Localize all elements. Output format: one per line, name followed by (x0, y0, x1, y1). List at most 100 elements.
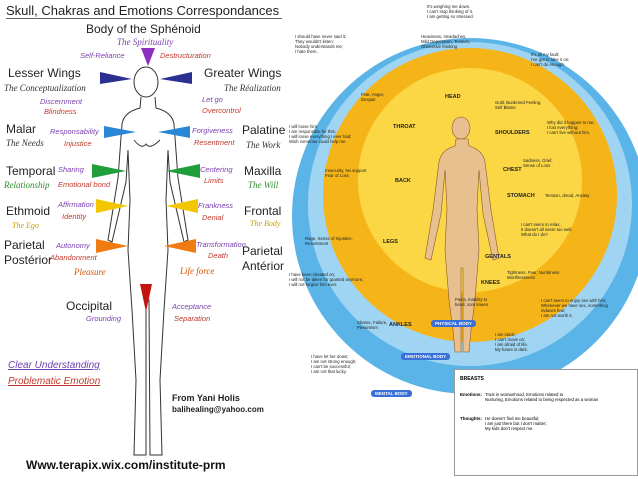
occipital-p1: Acceptance (172, 302, 212, 311)
ethmoid-sub: The Ego (12, 221, 39, 230)
maxilla-sub: The Will (248, 180, 279, 190)
anatomy-figure (424, 116, 500, 353)
ethmoid-r1: Identity (62, 212, 87, 221)
label-chest: CHEST (503, 167, 522, 173)
chakra-panel: Skull, Chakras and Emotions Correspondan… (0, 0, 300, 479)
temporal-r1: Emotional bond (58, 180, 111, 189)
pill-physical-body: PHYSICAL BODY (431, 320, 476, 327)
root-chakra-cone (140, 284, 152, 312)
emotional-body-panel: HEAD THROAT SHOULDERS CHEST BACK STOMACH… (285, 0, 638, 479)
parietal-ant-p1: Transformation (196, 240, 246, 249)
malar: Malar (6, 122, 37, 136)
body-silhouette-svg (92, 48, 200, 456)
occipital-r1: Separation (174, 314, 211, 323)
note-fault: It's all my fault; I've got to take it o… (531, 52, 570, 67)
note-chest-effects: Sadness, Grief, Sense of Loss (523, 158, 553, 168)
heart-back-cone (92, 164, 126, 178)
maxilla: Maxilla (244, 164, 282, 178)
note-relax: I can't seem to relax; It doesn't all se… (521, 222, 573, 237)
greater-r1: Overcontrol (202, 106, 241, 115)
note-cheated: I have been cheated on; I will not be ta… (289, 272, 364, 287)
breasts-title: BREASTS (460, 376, 484, 382)
throat-back-cone (104, 126, 136, 138)
note-top-left: I should have never said it; They wouldn… (295, 34, 347, 54)
body-circles-svg (292, 38, 638, 394)
malar-p1: Responsability (50, 127, 99, 136)
solar-back-cone (96, 199, 128, 213)
temporal-p1: Sharing (58, 165, 84, 174)
body-title: Body of the Sphénoid (86, 22, 201, 36)
note-why: Why did it happen to me; I lost everythi… (547, 120, 595, 135)
label-legs: LEGS (383, 239, 398, 245)
crown-right: Destructuration (160, 51, 211, 60)
note-let-down: I have let her down; I am not strong eno… (311, 354, 357, 374)
parietal-ant-r1: Death (208, 251, 229, 260)
note-ankle-pain: Pains, inability to bend, sore knees (455, 297, 488, 307)
lesser-p1: Discernment (40, 97, 83, 106)
breasts-thoughts-text: He doesn't find me beautiful; I am just … (485, 416, 547, 431)
greater-wings: Greater Wings (204, 66, 282, 80)
label-back: BACK (395, 178, 411, 184)
pill-mental-body: MENTAL BODY (371, 390, 412, 397)
occipital-sub: Grounding (86, 314, 122, 323)
frontal-r1: Denial (202, 213, 224, 222)
greater-sub: The Réalization (224, 83, 281, 93)
third-eye-front-cone (160, 72, 192, 84)
solar-front-cone (166, 199, 198, 213)
note-stomach-effects: Tension, dread, Anxiety (545, 193, 590, 198)
temporal-sub: Relationship (4, 180, 50, 190)
parietal-post-sub: Pleasure (74, 267, 106, 277)
crown-left: Self-Reliance (80, 51, 125, 60)
greater-p1: Let go (202, 95, 223, 104)
lesser-sub: The Conceptualization (4, 83, 86, 93)
parietal-ant-sub: Life force (180, 266, 215, 276)
pill-emotional-body: EMOTIONAL BODY (401, 353, 451, 360)
breasts-emotions-text: Trust in womanhood, Emotions related to … (485, 392, 599, 402)
occipital: Occipital (66, 299, 113, 313)
breasts-box: BREASTS Emotions: Trust in womanhood, Em… (454, 369, 638, 476)
note-throat-effects: Fear, Anger, Despair (361, 92, 385, 102)
note-legs-effects: Rage, Sense of Injustice, Resentment (305, 236, 353, 246)
malar-r1: Injustice (64, 139, 92, 148)
label-head: HEAD (445, 94, 461, 100)
legend-problem: Problematic Emotion (8, 376, 101, 387)
throat-front-cone (158, 126, 190, 138)
title-rule (6, 18, 282, 19)
label-ankles: ANKLES (389, 322, 412, 328)
third-eye-back-cone (100, 72, 132, 84)
note-knees-effects: Tightness, Fear, Numbness Worthlessness (507, 270, 560, 280)
malar-sub: The Needs (6, 138, 44, 148)
note-shoulders-effects: Guilt, Burdened Feeling, Self Blame (495, 100, 542, 110)
breasts-emotions-label: Emotions: (460, 392, 482, 397)
palatine-p1: Forgiveness (192, 126, 233, 135)
maxilla-p1: Centering (200, 165, 233, 174)
lesser-r1: Blindness (44, 107, 77, 116)
label-knees: KNEES (481, 280, 500, 286)
parietal-ant: Parietal Antérior (242, 244, 285, 273)
heart-front-cone (166, 164, 200, 178)
ethmoid: Ethmoid (6, 204, 51, 218)
label-stomach: STOMACH (507, 193, 535, 199)
parietal-post-r1: Abandonment (50, 253, 97, 262)
breasts-thoughts-label: Thoughts: (460, 416, 482, 421)
frontal: Frontal (244, 204, 282, 218)
label-genitals: GENTALS (485, 254, 511, 260)
parietal-post: Parietal Postérior (4, 238, 53, 267)
body-sub: The Spirituality (117, 37, 174, 47)
frontal-sub: The Body (250, 219, 281, 228)
frontal-p1: Frankness (198, 201, 234, 210)
note-loose: I will loose him; I am responsible for t… (289, 124, 352, 144)
note-shame: Shame, Failure, Pessimism (357, 320, 388, 330)
parietal-post-p1: Autonomy (56, 241, 90, 250)
maxilla-r1: Limits (204, 176, 224, 185)
note-head-effects: Heaviness, Headaches, Mild Depression, T… (421, 34, 471, 49)
from-author: From Yani Holis (172, 393, 240, 403)
legend-clear: Clear Understanding (8, 360, 100, 371)
palatine-r1: Resentment (194, 138, 235, 147)
label-shoulders: SHOULDERS (495, 130, 530, 136)
lesser-wings: Lesser Wings (8, 66, 81, 80)
temporal: Temporal (6, 164, 56, 178)
note-enjoy: I can't seem to enjoy sex with him; When… (541, 298, 608, 318)
note-top-right: It's weighing me down. I can't stop thin… (427, 4, 474, 19)
